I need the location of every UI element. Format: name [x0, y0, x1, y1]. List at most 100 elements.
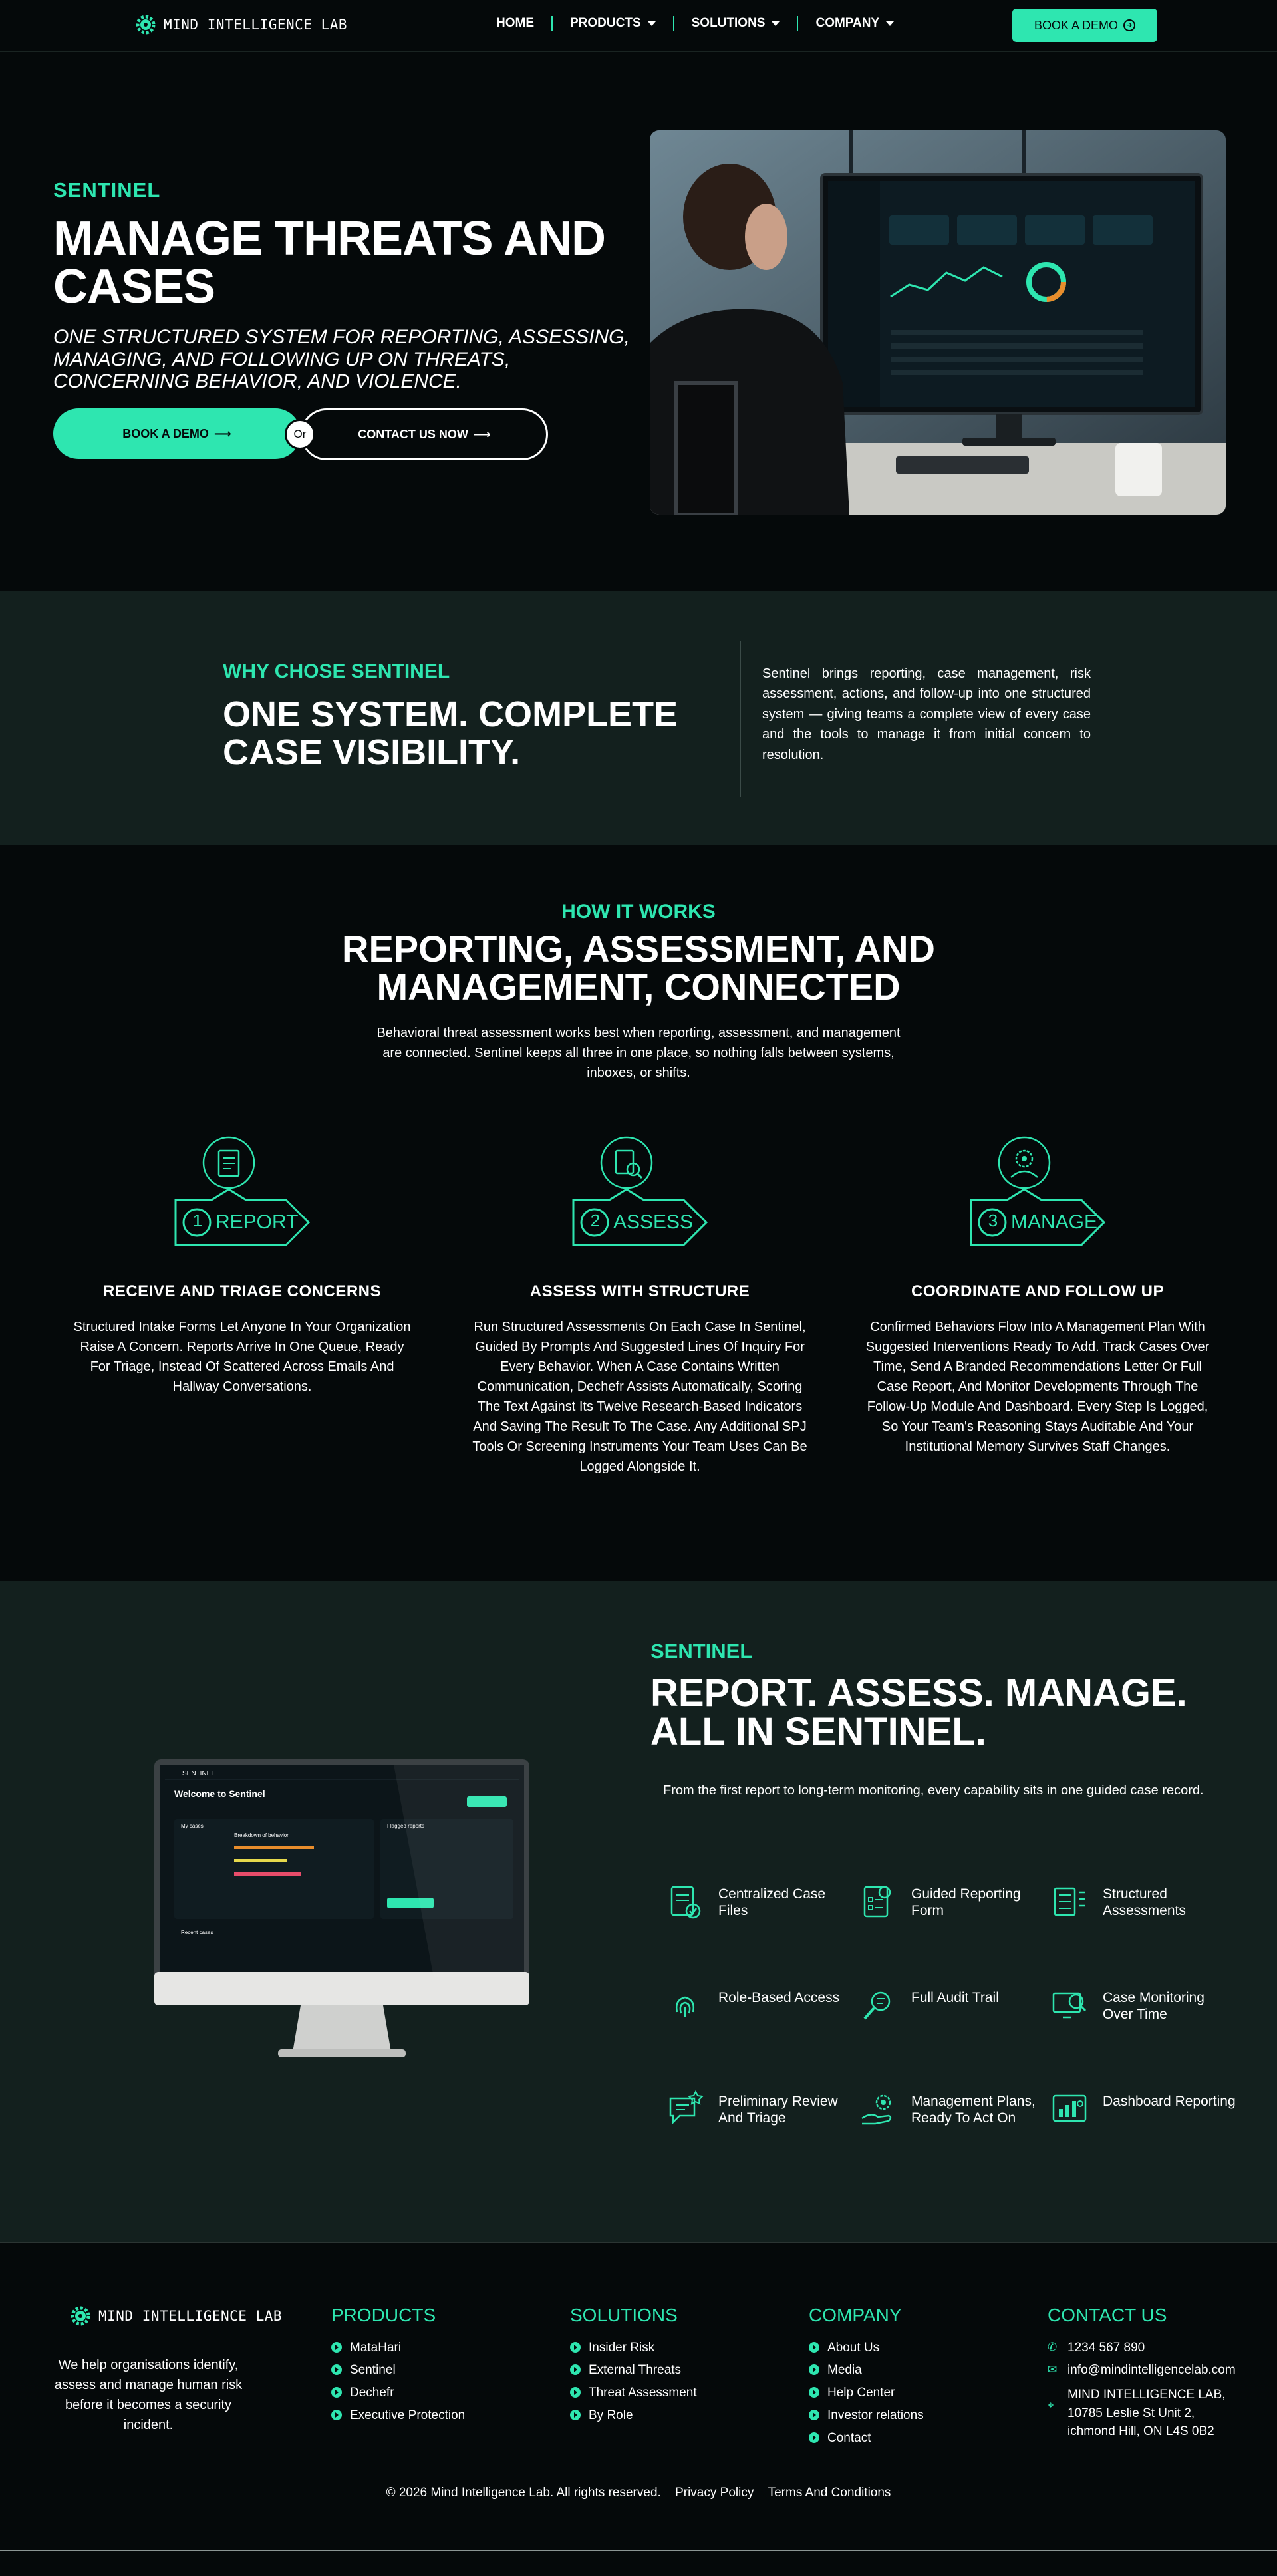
- nav-book-demo-button[interactable]: BOOK A DEMO ➜: [1012, 9, 1157, 42]
- footer-solutions: SOLUTIONS Insider Risk External Threats …: [570, 2305, 697, 2431]
- contact-email-label: info@mindintelligencelab.com: [1067, 2363, 1236, 2377]
- features-section: SENTINEL Welcome to Sentinel My cases Br…: [0, 1581, 1277, 2242]
- site-footer: MIND INTELLIGENCE LAB We help organisati…: [0, 2242, 1277, 2576]
- footer-solutions-title: SOLUTIONS: [570, 2305, 678, 2325]
- step-text: Confirmed Behaviors Flow Into A Manageme…: [865, 1320, 1210, 1454]
- case-file-icon: [670, 1886, 701, 1919]
- footer-link[interactable]: Investor relations: [809, 2408, 924, 2423]
- arrow-circle-icon: [331, 2342, 342, 2353]
- hero-book-demo-button[interactable]: BOOK A DEMO ⟶: [53, 408, 301, 459]
- nav-home[interactable]: HOME: [479, 16, 551, 31]
- arrow-circle-icon: [331, 2387, 342, 2398]
- how-intro: Behavioral threat assessment works best …: [376, 1026, 901, 1080]
- footer-link[interactable]: Sentinel: [331, 2363, 465, 2378]
- feature-item: Preliminary Review And Triage: [665, 2089, 851, 2129]
- footer-link-label: Help Center: [827, 2386, 895, 2400]
- features-intro: From the first report to long-term monit…: [663, 1783, 1204, 1798]
- footer-link[interactable]: Insider Risk: [570, 2341, 697, 2355]
- hero-illustration: [650, 130, 1226, 515]
- footer-link-label: Threat Assessment: [589, 2386, 697, 2400]
- footer-company-title: COMPANY: [809, 2305, 902, 2325]
- step-badge-label: ASSESS: [613, 1211, 694, 1233]
- footer-link[interactable]: Dechefr: [331, 2386, 465, 2400]
- step-number: 2: [590, 1211, 601, 1230]
- chevron-down-icon: [886, 21, 895, 26]
- hero-contact-label: CONTACT US NOW: [358, 427, 468, 441]
- footer-logo[interactable]: MIND INTELLIGENCE LAB: [69, 2305, 282, 2327]
- vertical-divider: [740, 641, 741, 797]
- copyright: © 2026 Mind Intelligence Lab. All rights…: [386, 2486, 661, 2500]
- feature-label: Case Monitoring Over Time: [1103, 1990, 1205, 2023]
- structured-list-icon: [1054, 1887, 1085, 1916]
- contact-phone[interactable]: ✆1234 567 890: [1048, 2341, 1247, 2355]
- nav-company-label: COMPANY: [815, 16, 880, 30]
- feature-label: Preliminary Review And Triage: [718, 2094, 838, 2126]
- report-form-icon: [174, 1136, 311, 1246]
- footer-link[interactable]: MataHari: [331, 2341, 465, 2355]
- terms-link[interactable]: Terms And Conditions: [768, 2486, 891, 2500]
- step-heading: COORDINATE AND FOLLOW UP: [911, 1282, 1164, 1300]
- nav-company[interactable]: COMPANY: [798, 16, 911, 31]
- feature-label: Role-Based Access: [718, 1990, 840, 2005]
- screen-my-cases: My cases: [181, 1823, 204, 1829]
- footer-products-title: PRODUCTS: [331, 2305, 436, 2325]
- nav-solutions-label: SOLUTIONS: [691, 16, 766, 30]
- footer-products: PRODUCTS MataHari Sentinel Dechefr Execu…: [331, 2305, 465, 2431]
- footer-link[interactable]: Contact: [809, 2431, 924, 2446]
- fingerprint-icon: [676, 1996, 694, 2017]
- footer-link-label: Sentinel: [350, 2363, 396, 2377]
- or-divider: Or: [285, 419, 315, 450]
- footer-link-label: About Us: [827, 2341, 880, 2355]
- imac-screenshot: SENTINEL Welcome to Sentinel My cases Br…: [154, 1759, 529, 2078]
- footer-blurb: We help organisations identify, assess a…: [54, 2358, 243, 2432]
- arrow-right-circle-icon: ➜: [1123, 19, 1136, 31]
- footer-link[interactable]: External Threats: [570, 2363, 697, 2378]
- footer-link[interactable]: By Role: [570, 2408, 697, 2423]
- footer-link[interactable]: Executive Protection: [331, 2408, 465, 2423]
- feature-label: Dashboard Reporting: [1103, 2094, 1236, 2109]
- chevron-down-icon: [647, 21, 656, 26]
- review-chat-icon: [669, 2090, 704, 2125]
- contact-email[interactable]: ✉info@mindintelligencelab.com: [1048, 2363, 1247, 2378]
- arrow-circle-icon: [570, 2387, 581, 2398]
- brand-name: MIND INTELLIGENCE LAB: [164, 17, 348, 33]
- step-text: Structured Intake Forms Let Anyone In Yo…: [73, 1320, 411, 1394]
- plan-gear-icon: [861, 2094, 892, 2125]
- how-eyebrow: HOW IT WORKS: [561, 901, 716, 923]
- hero-book-demo-label: BOOK A DEMO: [122, 426, 209, 440]
- gear-logo-icon: [71, 2306, 90, 2326]
- footer-link-label: By Role: [589, 2408, 633, 2422]
- step-heading: ASSESS WITH STRUCTURE: [529, 1282, 750, 1300]
- footer-link[interactable]: About Us: [809, 2341, 924, 2355]
- nav-products[interactable]: PRODUCTS: [553, 16, 673, 31]
- footer-link[interactable]: Media: [809, 2363, 924, 2378]
- footer-contact: CONTACT US ✆1234 567 890 ✉info@mindintel…: [1048, 2305, 1247, 2449]
- brand-logo[interactable]: MIND INTELLIGENCE LAB: [134, 13, 347, 36]
- nav-solutions[interactable]: SOLUTIONS: [674, 16, 797, 31]
- footer-link-label: Insider Risk: [589, 2341, 655, 2355]
- nav-home-label: HOME: [496, 16, 534, 30]
- hero-contact-button[interactable]: CONTACT US NOW ⟶: [301, 408, 548, 460]
- footer-link[interactable]: Threat Assessment: [570, 2386, 697, 2400]
- footer-link-label: Contact: [827, 2431, 871, 2445]
- feature-item: Dashboard Reporting: [1050, 2089, 1236, 2129]
- nav-separator: [797, 16, 799, 31]
- screen-recent: Recent cases: [181, 1930, 213, 1935]
- privacy-link[interactable]: Privacy Policy: [675, 2486, 754, 2500]
- phone-icon: ✆: [1048, 2341, 1058, 2353]
- arrow-circle-icon: [570, 2410, 581, 2420]
- feature-item: Structured Assessments: [1050, 1882, 1236, 1922]
- main-menu: HOME PRODUCTS SOLUTIONS COMPANY: [479, 16, 911, 31]
- hero-subtitle: ONE STRUCTURED SYSTEM FOR REPORTING, ASS…: [53, 326, 630, 393]
- features-eyebrow: SENTINEL: [650, 1640, 753, 1663]
- arrow-circle-icon: [331, 2364, 342, 2375]
- footer-link[interactable]: Help Center: [809, 2386, 924, 2400]
- why-title: ONE SYSTEM. COMPLETE CASE VISIBILITY.: [223, 694, 678, 772]
- hero-title: MANAGE THREATS AND CASES: [53, 212, 606, 313]
- arrow-right-icon: ⟶: [473, 427, 491, 441]
- step-badge: 3 MANAGE: [951, 1136, 1124, 1262]
- arrow-circle-icon: [809, 2342, 819, 2353]
- team-gear-icon: [970, 1136, 1106, 1246]
- why-description: Sentinel brings reporting, case manageme…: [762, 666, 1091, 762]
- top-nav: MIND INTELLIGENCE LAB HOME PRODUCTS SOLU…: [0, 0, 1277, 52]
